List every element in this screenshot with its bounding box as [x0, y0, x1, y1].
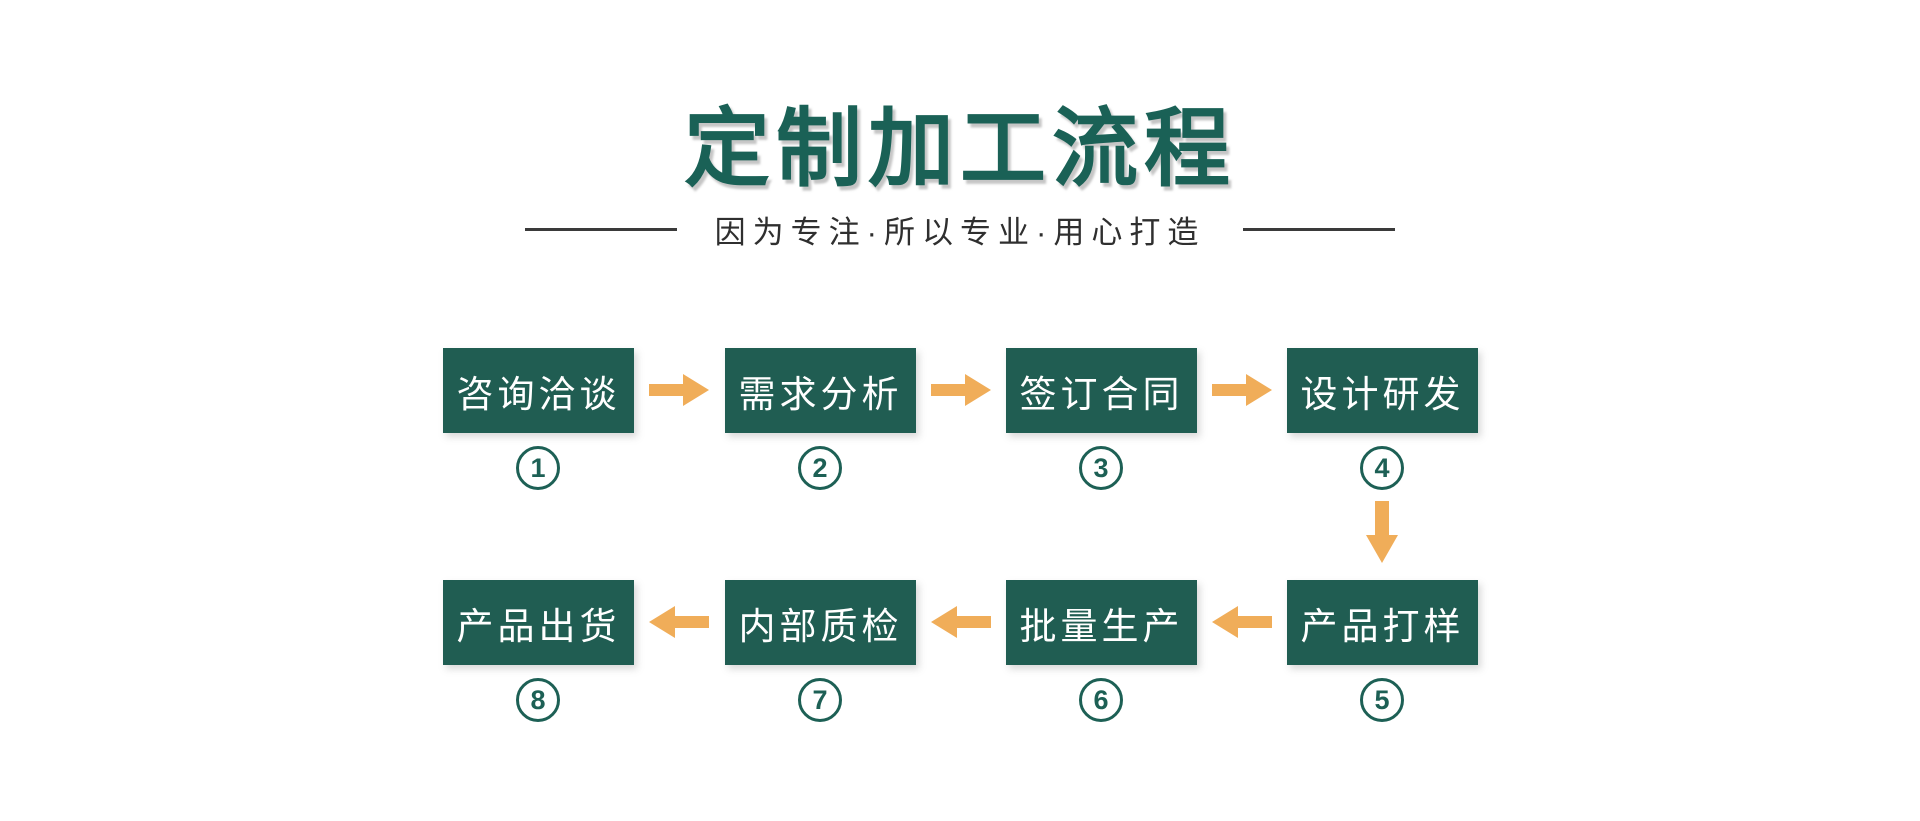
arrow-right-icon: [649, 374, 709, 406]
step-number-4: 4: [1360, 446, 1404, 490]
step-number-2: 2: [798, 446, 842, 490]
arrow-left-icon: [649, 606, 709, 638]
subtitle-right-line: [1243, 227, 1396, 231]
step-box-8: 产品出货: [443, 580, 634, 665]
arrow-left-icon: [1212, 606, 1272, 638]
arrow-down-icon: [1366, 501, 1398, 563]
step-box-5: 产品打样: [1287, 580, 1478, 665]
step-box-3: 签订合同: [1006, 348, 1197, 433]
subtitle-text: 因为专注·所以专业·用心打造: [714, 214, 1206, 250]
step-number-1: 1: [516, 446, 560, 490]
step-number-5: 5: [1360, 678, 1404, 722]
arrow-left-icon: [931, 606, 991, 638]
step-number-3: 3: [1079, 446, 1123, 490]
step-box-2: 需求分析: [725, 348, 916, 433]
step-number-8: 8: [516, 678, 560, 722]
arrow-right-icon: [1212, 374, 1272, 406]
subtitle: 因为专注·所以专业·用心打造: [0, 206, 1920, 252]
page-title: 定制加工流程: [684, 101, 1236, 197]
step-box-6: 批量生产: [1006, 580, 1197, 665]
step-box-4: 设计研发: [1287, 348, 1478, 433]
subtitle-left-line: [524, 227, 677, 231]
step-number-7: 7: [798, 678, 842, 722]
step-number-6: 6: [1079, 678, 1123, 722]
step-box-7: 内部质检: [725, 580, 916, 665]
arrow-right-icon: [931, 374, 991, 406]
step-box-1: 咨询洽谈: [443, 348, 634, 433]
